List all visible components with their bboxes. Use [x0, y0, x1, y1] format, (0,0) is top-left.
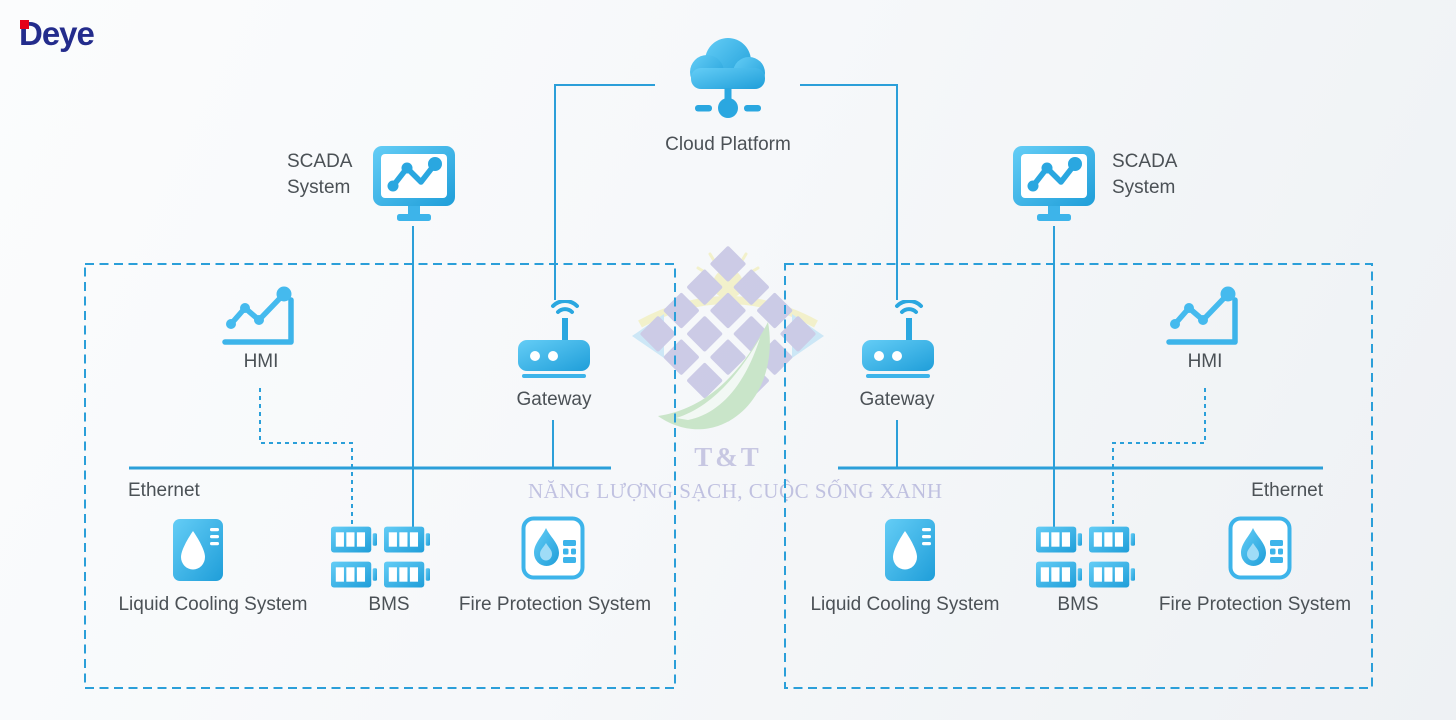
- left-fire-protection-label: Fire Protection System: [458, 594, 652, 615]
- deye-logo-text: Deye: [19, 15, 95, 52]
- right-gateway-router-icon: [856, 300, 940, 378]
- right-hmi-chart-icon: [1165, 284, 1245, 346]
- left-bms-label: BMS: [368, 594, 410, 615]
- left-hmi-to-bms-dashed-line: [259, 388, 353, 527]
- left-ethernet-label: Ethernet: [128, 480, 200, 501]
- left-liquid-cooling-icon: [172, 518, 224, 582]
- right-bms-battery-icon: [1036, 526, 1135, 588]
- right-gateway-label: Gateway: [859, 389, 935, 410]
- right-scada-monitor-icon: [1011, 144, 1097, 224]
- left-scada-label: SCADA System: [287, 151, 353, 198]
- left-hmi-label: HMI: [243, 351, 279, 372]
- left-bms-battery-icon: [331, 526, 430, 588]
- right-hmi-label: HMI: [1187, 351, 1223, 372]
- deye-logo-dot: [20, 20, 29, 29]
- watermark-title: T&T: [694, 442, 762, 472]
- left-gateway-router-icon: [512, 300, 596, 378]
- right-hmi-to-bms-dashed-line: [1112, 388, 1206, 527]
- right-bms-label: BMS: [1057, 594, 1099, 615]
- right-fire-protection-label: Fire Protection System: [1158, 594, 1352, 615]
- deye-logo: Deye: [19, 14, 95, 54]
- right-fire-protection-icon: [1228, 516, 1292, 580]
- right-liquid-cooling-icon: [884, 518, 936, 582]
- cloud-platform-icon: [678, 26, 778, 126]
- right-ethernet-label: Ethernet: [1251, 480, 1323, 501]
- right-scada-label: SCADA System: [1112, 151, 1178, 198]
- left-gateway-label: Gateway: [516, 389, 592, 410]
- left-fire-protection-icon: [521, 516, 585, 580]
- left-liquid-cooling-label: Liquid Cooling System: [118, 594, 308, 615]
- left-scada-monitor-icon: [371, 144, 457, 224]
- right-liquid-cooling-label: Liquid Cooling System: [810, 594, 1000, 615]
- watermark-slogan: NĂNG LƯỢNG SẠCH, CUỘC SỐNG XANH: [528, 479, 943, 503]
- watermark-solar-logo-icon: [618, 226, 838, 440]
- cloud-platform-label: Cloud Platform: [665, 134, 791, 155]
- left-hmi-chart-icon: [221, 284, 301, 346]
